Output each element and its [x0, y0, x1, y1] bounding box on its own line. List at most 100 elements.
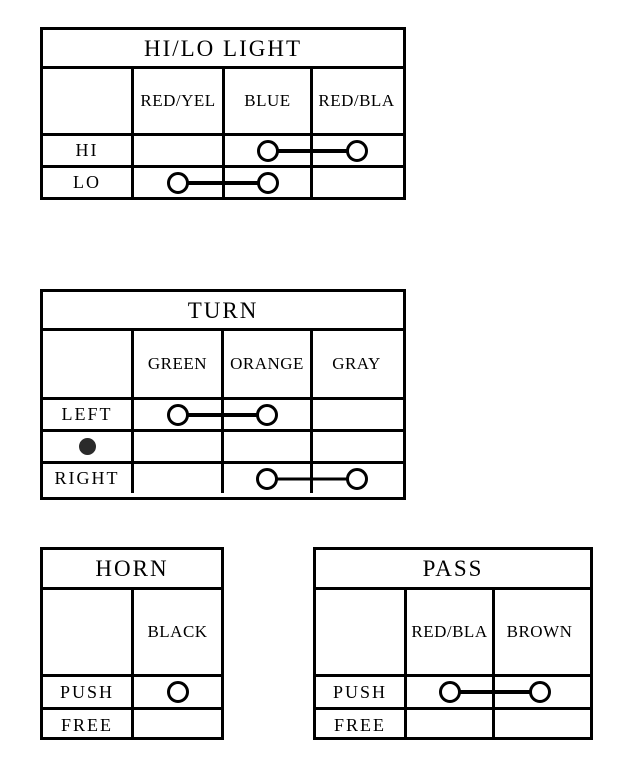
wire-header-red-yel: RED/YEL — [131, 69, 222, 133]
position-row-free: FREE — [43, 707, 221, 740]
continuity-cell — [131, 432, 221, 461]
wire-header-row: GREEN ORANGE GRAY — [43, 328, 403, 397]
position-label: LO — [73, 172, 101, 192]
table-pass: PASS RED/BLA BROWN PUSH FREE — [313, 547, 593, 740]
corner-cell — [43, 69, 131, 133]
continuity-cell — [131, 464, 221, 493]
position-label-cell: HI — [43, 136, 131, 165]
corner-cell — [43, 331, 131, 397]
wire-label: GREEN — [147, 354, 208, 373]
continuity-cell — [131, 710, 221, 740]
continuity-cell — [131, 677, 221, 707]
continuity-cell — [222, 136, 310, 165]
table-turn: TURN GREEN ORANGE GRAY LEFT — [40, 289, 406, 500]
table-title-row: PASS — [316, 550, 590, 587]
position-label: RIGHT — [54, 468, 120, 488]
continuity-cell — [221, 400, 310, 429]
terminal-circle-icon — [256, 467, 278, 490]
wire-header-black: BLACK — [131, 590, 221, 674]
position-row-left: LEFT — [43, 397, 403, 429]
terminal-circle-icon — [345, 139, 368, 162]
position-label-cell: PUSH — [43, 677, 131, 707]
continuity-cell — [492, 710, 584, 740]
title-cell: HI/LO LIGHT — [43, 30, 403, 66]
continuity-cell — [404, 710, 492, 740]
continuity-cell — [131, 136, 222, 165]
terminal-circle-icon — [256, 171, 279, 194]
position-row-push: PUSH — [316, 674, 590, 707]
continuity-cell — [310, 136, 400, 165]
wire-label: ORANGE — [230, 354, 304, 373]
continuity-cell — [310, 464, 400, 493]
wire-label: RED/BLA — [411, 622, 488, 641]
position-label-cell: FREE — [43, 710, 131, 740]
position-label: LEFT — [61, 404, 113, 424]
terminal-circle-icon — [166, 403, 189, 426]
wire-label: RED/BLA — [318, 91, 395, 110]
terminal-circle-icon — [256, 403, 278, 426]
table-hilo-light: HI/LO LIGHT RED/YEL BLUE RED/BLA HI LO — [40, 27, 406, 200]
table-title: HI/LO LIGHT — [143, 35, 303, 61]
wire-label: GRAY — [332, 354, 381, 373]
wire-header-red-bla: RED/BLA — [404, 590, 492, 674]
wire-header-blue: BLUE — [222, 69, 310, 133]
position-row-right: RIGHT — [43, 461, 403, 493]
position-row-free: FREE — [316, 707, 590, 740]
wire-header-brown: BROWN — [492, 590, 584, 674]
wire-header-row: RED/BLA BROWN — [316, 587, 590, 674]
continuity-cell — [310, 432, 400, 461]
table-title: PASS — [422, 556, 484, 581]
position-label-cell: RIGHT — [43, 464, 131, 493]
terminal-circle-icon — [528, 681, 551, 703]
continuity-cell — [310, 168, 400, 197]
continuity-cell — [222, 168, 310, 197]
title-cell: PASS — [316, 550, 590, 587]
continuity-cell — [131, 168, 222, 197]
title-cell: HORN — [43, 550, 221, 587]
table-horn: HORN BLACK PUSH FREE — [40, 547, 224, 740]
title-cell: TURN — [43, 292, 403, 328]
table-title: HORN — [95, 556, 169, 581]
continuity-cell — [404, 677, 492, 707]
wire-header-row: BLACK — [43, 587, 221, 674]
table-title-row: HORN — [43, 550, 221, 587]
neutral-filled-dot-icon — [78, 438, 96, 455]
terminal-circle-icon — [167, 171, 189, 194]
position-label: FREE — [60, 714, 113, 735]
position-row-hi: HI — [43, 133, 403, 165]
table-title-row: TURN — [43, 292, 403, 328]
wire-label: BROWN — [506, 622, 573, 641]
terminal-circle-icon — [166, 681, 189, 703]
continuity-cell — [221, 432, 310, 461]
terminal-circle-icon — [345, 467, 368, 490]
position-row-push: PUSH — [43, 674, 221, 707]
wire-header-gray: GRAY — [310, 331, 400, 397]
position-label: PUSH — [59, 681, 115, 702]
corner-cell — [43, 590, 131, 674]
table-title: TURN — [187, 297, 259, 323]
position-label: PUSH — [332, 681, 388, 702]
position-row-lo: LO — [43, 165, 403, 197]
wire-label: BLACK — [147, 622, 208, 641]
continuity-cell — [131, 400, 221, 429]
wire-label: BLUE — [244, 91, 291, 110]
table-title-row: HI/LO LIGHT — [43, 30, 403, 66]
position-label-cell — [43, 432, 131, 461]
position-label-cell: PUSH — [316, 677, 404, 707]
wire-header-orange: ORANGE — [221, 331, 310, 397]
corner-cell — [316, 590, 404, 674]
continuity-cell — [221, 464, 310, 493]
continuity-cell — [492, 677, 584, 707]
wire-label: RED/YEL — [140, 91, 216, 110]
position-row-neutral — [43, 429, 403, 461]
continuity-cell — [310, 400, 400, 429]
position-label-cell: LEFT — [43, 400, 131, 429]
terminal-circle-icon — [256, 139, 279, 162]
wire-header-row: RED/YEL BLUE RED/BLA — [43, 66, 403, 133]
wire-header-red-bla: RED/BLA — [310, 69, 400, 133]
wire-header-green: GREEN — [131, 331, 221, 397]
terminal-circle-icon — [438, 681, 461, 703]
position-label: HI — [75, 140, 99, 160]
position-label: FREE — [333, 714, 386, 735]
